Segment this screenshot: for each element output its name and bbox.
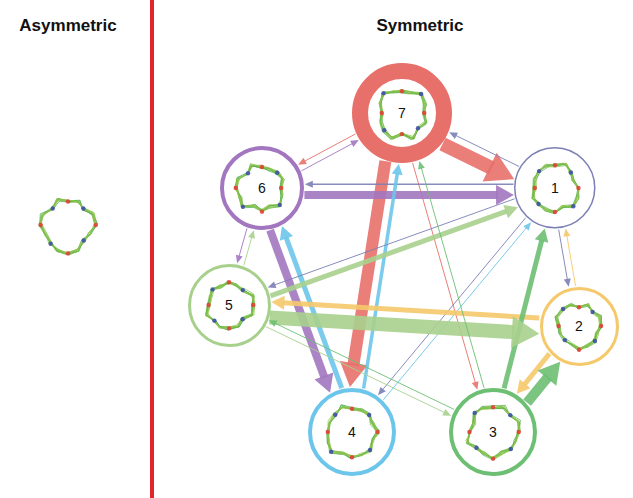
transition-arrow <box>504 228 548 388</box>
state-circle: 2 <box>540 287 619 366</box>
divider-line <box>150 0 154 498</box>
conformer-ensemble <box>532 163 581 214</box>
transition-arrow <box>270 316 540 348</box>
state-circle: 3 <box>449 388 537 476</box>
transition-arrow <box>271 205 518 296</box>
transition-arrow <box>364 164 403 389</box>
conformer-ensemble <box>326 405 380 460</box>
conformer-ensemble <box>555 303 603 352</box>
transition-arrow <box>418 161 484 388</box>
asymmetric-molecule <box>38 198 98 255</box>
state-number: 3 <box>489 425 497 439</box>
panel-heading: Symmetric <box>377 16 464 36</box>
transition-arrow <box>268 199 515 288</box>
conformer-ensemble <box>206 280 256 330</box>
transition-arrow <box>563 228 575 285</box>
transition-arrow <box>378 218 526 396</box>
state-number: 5 <box>225 298 233 312</box>
transition-arrow <box>236 228 247 263</box>
conformer-ensemble <box>466 405 521 461</box>
transition-arrow <box>305 181 514 188</box>
state-number: 6 <box>258 181 266 195</box>
transition-arrow <box>559 230 571 287</box>
state-number: 1 <box>551 181 559 195</box>
transition-arrow <box>244 230 255 265</box>
conformer-ensemble <box>234 164 285 214</box>
state-number: 4 <box>348 425 356 439</box>
transition-arrow <box>442 144 514 181</box>
state-circle: 4 <box>308 388 396 476</box>
transition-arrow <box>304 185 513 205</box>
transition-arrow <box>298 134 355 165</box>
transition-arrow <box>266 327 451 416</box>
transition-arrow <box>301 140 358 171</box>
state-circle: 5 <box>188 264 271 347</box>
state-circle: 7 <box>352 63 452 163</box>
state-circle: 1 <box>514 147 596 229</box>
transition-arrow <box>449 132 519 166</box>
state-circle: 6 <box>220 146 304 230</box>
state-number: 7 <box>398 106 406 120</box>
state-number: 2 <box>575 319 583 333</box>
transition-arrow <box>269 320 454 409</box>
conformer-ensemble <box>379 89 427 140</box>
panel-heading: Asymmetric <box>19 16 116 36</box>
transition-arrow <box>527 362 560 403</box>
